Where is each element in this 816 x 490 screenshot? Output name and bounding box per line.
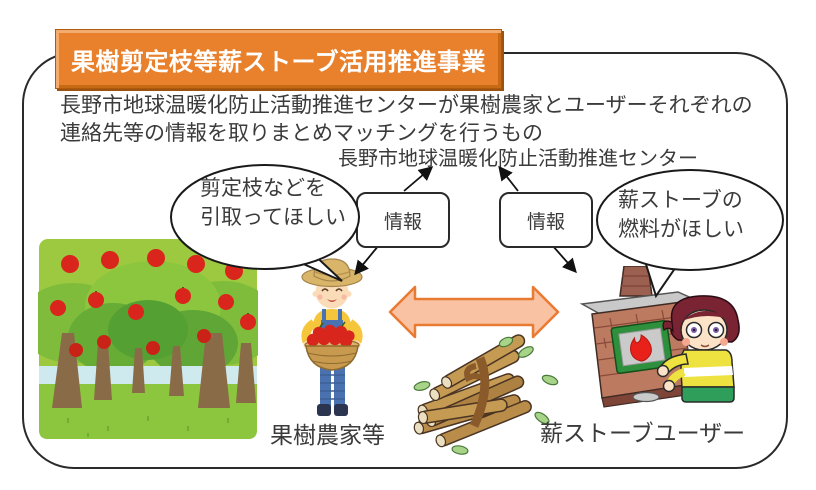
stove-handle: [632, 391, 660, 403]
user-speech-text: 薪ストーブの 燃料がほしい: [618, 186, 744, 244]
firewood-bundle-illustration: [413, 334, 559, 455]
description-text: 長野市地球温暖化防止活動推進センターが果樹農家とユーザーそれぞれの 連絡先等の情…: [60, 92, 760, 148]
user-speech-bubble: [596, 169, 784, 299]
farmer-speech-line-2: 引取ってほしい: [200, 206, 346, 229]
description-line-1: 長野市地球温暖化防止活動推進センターが果樹農家とユーザーそれぞれの: [60, 94, 753, 117]
apple-basket: [304, 321, 360, 371]
bundle-strap: [469, 356, 490, 428]
user-face: [682, 321, 728, 348]
apples: [50, 249, 256, 357]
farmer-label: 果樹農家等: [270, 422, 385, 448]
farmer-face: [317, 288, 347, 302]
stove-user-illustration: [656, 295, 740, 403]
info-box-farmer: 情報: [356, 192, 450, 248]
fire-window: [610, 319, 674, 375]
leaves: [413, 336, 559, 455]
arrow-right-box-to-stove: [551, 244, 577, 274]
description-line-2: 連絡先等の情報を取りまとめマッチングを行うもの: [60, 122, 543, 145]
center-organization-label: 長野市地球温暖化防止活動推進センター: [338, 148, 698, 170]
flame-icon: [630, 334, 652, 362]
farmer-illustration: [301, 258, 363, 416]
farmer-speech-line-1: 剪定枝などを: [200, 177, 326, 200]
arrow-left-box-to-farmer: [354, 244, 380, 276]
title-banner: 果樹剪定枝等薪ストーブ活用推進事業: [55, 29, 502, 89]
user-speech-line-2: 燃料がほしい: [618, 218, 744, 241]
farmer-speech-text: 剪定枝などを 引取ってほしい: [200, 174, 346, 232]
stove-user-label: 薪ストーブユーザー: [540, 420, 746, 446]
arrow-right-box-to-center: [498, 165, 519, 192]
page-title: 果樹剪定枝等薪ストーブ活用推進事業: [70, 48, 487, 76]
user-speech-line-1: 薪ストーブの: [618, 189, 743, 212]
farmer-speech-bubble: [170, 164, 360, 282]
pants: [681, 386, 735, 403]
apple-orchard-illustration: [38, 239, 258, 439]
arrow-left-box-to-center: [403, 166, 434, 192]
info-box-user: 情報: [499, 192, 593, 248]
logs: [413, 334, 532, 448]
grass-speckles: [67, 416, 229, 437]
